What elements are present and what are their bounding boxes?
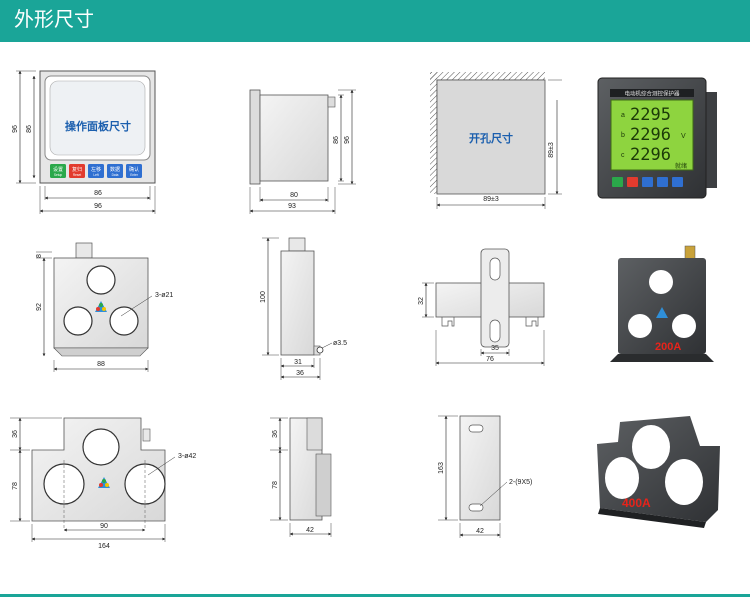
ct-large-hole-span: 90 [100, 523, 108, 530]
ct-large-side-height: 78 [272, 481, 279, 489]
ct-small-side-height: 100 [260, 291, 267, 303]
footer-rule [0, 594, 750, 597]
panel-button-sublabel: Enter [130, 173, 139, 177]
ct-400a-photo: 400A [597, 416, 720, 528]
phase-b: b [621, 132, 625, 139]
ct-small-side-view: ø3.5 100 31 36 [260, 237, 347, 380]
panel-button [50, 164, 66, 178]
ct-small-pin: ø3.5 [333, 340, 347, 347]
panel-button [69, 164, 85, 178]
panel-width-outer: 96 [94, 203, 102, 210]
panel-label: 操作面板尺寸 [65, 119, 131, 133]
photo-button-enter [672, 177, 683, 187]
panel-height-inner: 86 [26, 125, 33, 133]
panel-side-view: 86 96 80 93 [249, 89, 356, 214]
panel-button-sublabel: Data [112, 173, 119, 177]
mounting-plate-view: 2-(9X5) 163 42 [438, 415, 532, 538]
ct-small-holes: 3-ø21 [155, 292, 173, 299]
photo-button-data [657, 177, 668, 187]
ct-large-holes: 3-ø42 [178, 453, 196, 460]
ct-small-top: 8 [36, 254, 43, 258]
side-depth-inner: 80 [290, 192, 298, 199]
panel-button-label: 左移 [91, 166, 101, 173]
plate-slots: 2-(9X5) [509, 479, 532, 486]
panel-button-sublabel: Left [93, 173, 98, 177]
cutout-height: 89±3 [548, 142, 555, 158]
cutout-label: 开孔尺寸 [469, 131, 513, 145]
ct-small-base-inner: 31 [294, 359, 302, 366]
logo-icon [95, 301, 107, 312]
panel-button-label: 复归 [72, 166, 82, 173]
panel-height-outer: 96 [12, 125, 19, 133]
panel-button [126, 164, 142, 178]
side-height-inner: 86 [333, 136, 340, 144]
reading-b: 2296 [630, 125, 671, 145]
side-height-outer: 96 [344, 136, 351, 144]
rail-height: 32 [418, 297, 425, 305]
logo-icon [98, 477, 110, 488]
section-title: 外形尺寸 [14, 9, 94, 31]
ct-large-front-view: 3-ø42 36 78 90 164 [10, 417, 196, 550]
ct-small-height: 92 [36, 303, 43, 311]
photo-button-setup [612, 177, 623, 187]
device-status: 就绪 [675, 162, 687, 170]
device-title: 电动机综合测控保护器 [624, 90, 680, 98]
rail-width: 76 [486, 356, 494, 363]
ct-large-side-depth: 42 [306, 527, 314, 534]
photo-button-left [642, 177, 653, 187]
ct-large-side-view: 36 78 42 [270, 417, 332, 537]
ct-200a-photo: 200A [610, 245, 714, 362]
ct-large-height: 78 [12, 482, 19, 490]
panel-button [88, 164, 104, 178]
panel-width-inner: 86 [94, 190, 102, 197]
panel-button-label: 数据 [110, 166, 120, 173]
panel-button-label: 确认 [129, 166, 139, 173]
reading-unit: V [681, 133, 686, 140]
section-header: 外形尺寸 [0, 0, 750, 40]
ct-large-side-top: 36 [272, 430, 279, 438]
ct-small-front-view: 3-ø21 8 92 88 [36, 242, 173, 372]
plate-height: 163 [438, 462, 445, 474]
photo-button-reset [627, 177, 638, 187]
panel-button-sublabel: Reset [73, 173, 81, 177]
side-depth-outer: 93 [288, 203, 296, 210]
ct-large-width: 164 [98, 543, 110, 550]
phase-c: c [621, 152, 625, 159]
panel-button-label: 设置 [53, 166, 63, 173]
ct-large-top: 36 [12, 430, 19, 438]
plate-width: 42 [476, 528, 484, 535]
reading-a: 2295 [630, 105, 671, 125]
reading-c: 2296 [630, 145, 671, 165]
cutout-view: 开孔尺寸 89±3 89±3 [430, 72, 562, 209]
panel-button-sublabel: Setup [54, 173, 63, 177]
rail-mount-view: 32 35 76 [418, 248, 545, 366]
cutout-width: 89±3 [483, 196, 499, 203]
device-photo: 电动机综合测控保护器 a b c 2295 2296 2296 V 就绪 [597, 77, 717, 199]
header-rule [0, 40, 750, 42]
ct-small-base-outer: 36 [296, 370, 304, 377]
panel-button [107, 164, 123, 178]
rail-slot: 35 [491, 345, 499, 352]
ct-200a-rating: 200A [655, 341, 681, 353]
ct-400a-rating: 400A [622, 496, 651, 510]
phase-a: a [621, 112, 625, 119]
ct-small-width: 88 [97, 361, 105, 368]
